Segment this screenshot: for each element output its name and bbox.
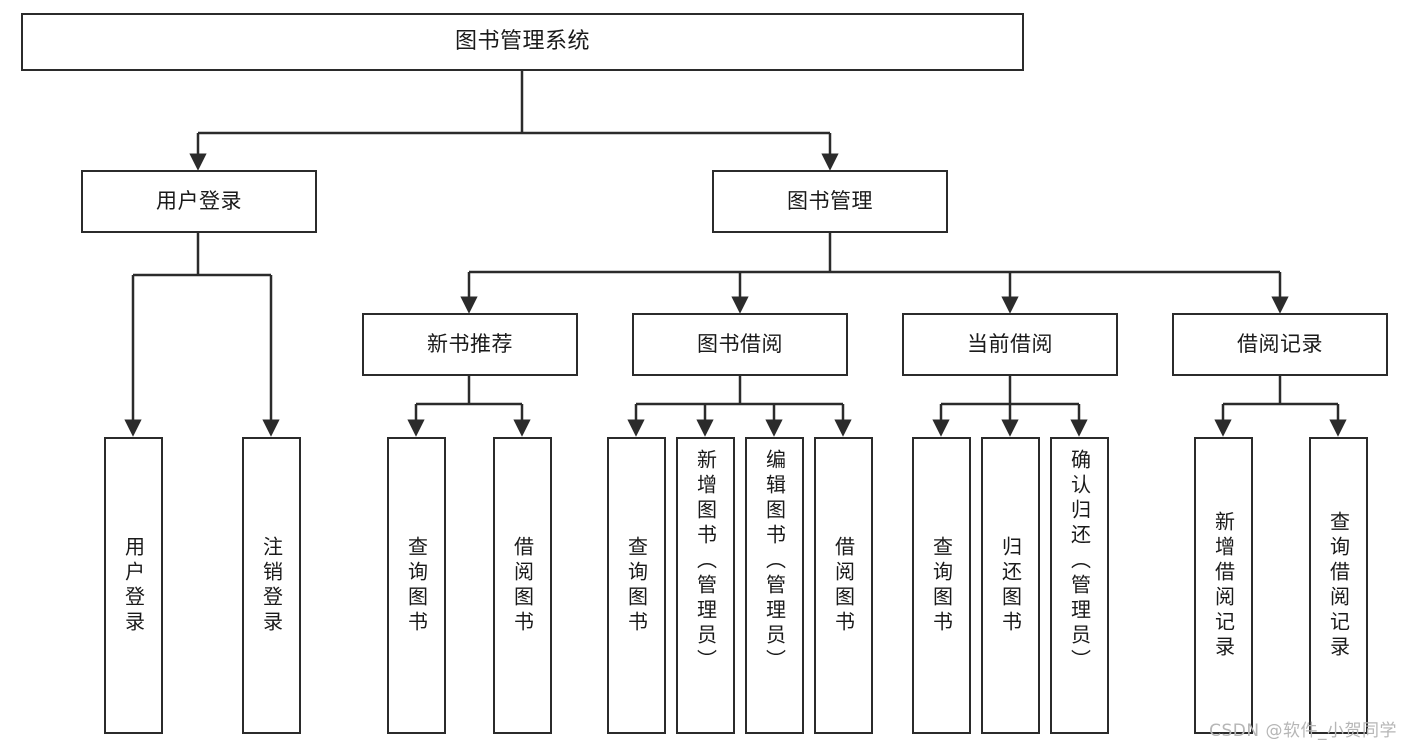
node-new-book-recommend[interactable]: 新书推荐 bbox=[362, 313, 578, 376]
node-root-system-label: 图书管理系统 bbox=[454, 29, 590, 55]
leaf-book-borrow-borrow[interactable]: 借阅图书 bbox=[814, 437, 873, 734]
leaf-borrow-record-query[interactable]: 查询借阅记录 bbox=[1309, 437, 1368, 734]
leaf-borrow-record-query-label: 查询借阅记录 bbox=[1326, 510, 1351, 661]
leaf-book-borrow-add-label: 新增图书（管理员） bbox=[693, 449, 718, 674]
node-current-borrow-label: 当前借阅 bbox=[967, 332, 1053, 357]
leaf-new-book-borrow[interactable]: 借阅图书 bbox=[493, 437, 552, 734]
leaf-user-login-logout[interactable]: 注销登录 bbox=[242, 437, 301, 734]
leaf-book-borrow-add[interactable]: 新增图书（管理员） bbox=[676, 437, 735, 734]
leaf-book-borrow-edit[interactable]: 编辑图书（管理员） bbox=[745, 437, 804, 734]
leaf-user-login-login[interactable]: 用户登录 bbox=[104, 437, 163, 734]
node-user-login[interactable]: 用户登录 bbox=[81, 170, 317, 233]
leaf-current-borrow-query[interactable]: 查询图书 bbox=[912, 437, 971, 734]
leaf-book-borrow-borrow-label: 借阅图书 bbox=[831, 535, 856, 636]
node-borrow-record-label: 借阅记录 bbox=[1237, 332, 1323, 357]
leaf-current-borrow-return[interactable]: 归还图书 bbox=[981, 437, 1040, 734]
leaf-current-borrow-return-label: 归还图书 bbox=[998, 535, 1023, 636]
node-book-borrow-label: 图书借阅 bbox=[697, 332, 783, 357]
leaf-book-borrow-edit-label: 编辑图书（管理员） bbox=[762, 449, 787, 674]
node-root-system[interactable]: 图书管理系统 bbox=[21, 13, 1024, 71]
leaf-current-borrow-confirm[interactable]: 确认归还（管理员） bbox=[1050, 437, 1109, 734]
leaf-book-borrow-query-label: 查询图书 bbox=[624, 535, 649, 636]
node-borrow-record[interactable]: 借阅记录 bbox=[1172, 313, 1388, 376]
leaf-borrow-record-add[interactable]: 新增借阅记录 bbox=[1194, 437, 1253, 734]
csdn-watermark: CSDN @软件_小贺同学 bbox=[1209, 721, 1397, 741]
leaf-new-book-query-label: 查询图书 bbox=[404, 535, 429, 636]
leaf-new-book-borrow-label: 借阅图书 bbox=[510, 535, 535, 636]
node-current-borrow[interactable]: 当前借阅 bbox=[902, 313, 1118, 376]
node-new-book-recommend-label: 新书推荐 bbox=[427, 332, 513, 357]
node-book-borrow[interactable]: 图书借阅 bbox=[632, 313, 848, 376]
node-book-management-label: 图书管理 bbox=[787, 189, 873, 214]
leaf-current-borrow-confirm-label: 确认归还（管理员） bbox=[1067, 449, 1092, 674]
leaf-borrow-record-add-label: 新增借阅记录 bbox=[1211, 510, 1236, 661]
node-user-login-label: 用户登录 bbox=[156, 189, 242, 214]
leaf-book-borrow-query[interactable]: 查询图书 bbox=[607, 437, 666, 734]
leaf-current-borrow-query-label: 查询图书 bbox=[929, 535, 954, 636]
leaf-new-book-query[interactable]: 查询图书 bbox=[387, 437, 446, 734]
leaf-user-login-logout-label: 注销登录 bbox=[259, 535, 284, 636]
leaf-user-login-login-label: 用户登录 bbox=[121, 535, 146, 636]
node-book-management[interactable]: 图书管理 bbox=[712, 170, 948, 233]
